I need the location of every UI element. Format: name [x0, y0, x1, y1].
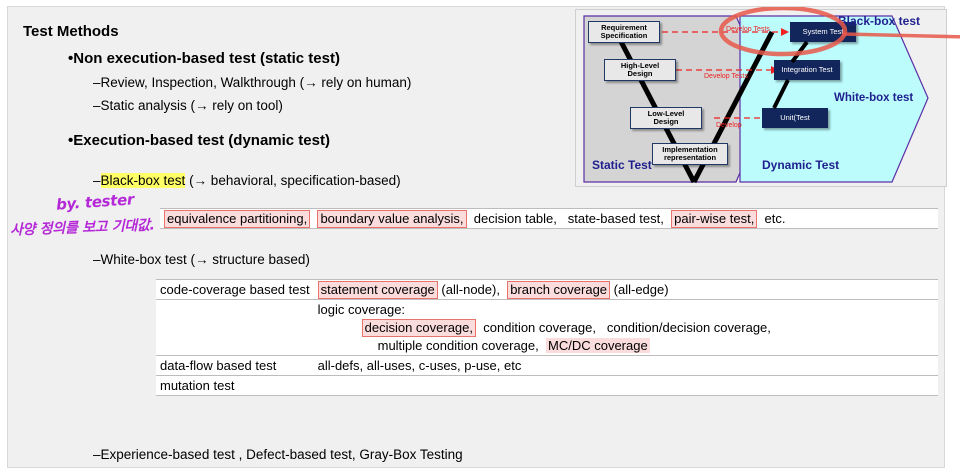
- box-line-1: High-Level: [620, 61, 660, 71]
- white-box-test-label: White-box test: [834, 92, 914, 104]
- technique-boundary-value-analysis: boundary value analysis,: [317, 210, 467, 228]
- box-line-1: Implementation: [662, 145, 718, 155]
- coverage-multiple-condition: multiple condition coverage,: [377, 338, 539, 353]
- develop-tests-label-3: Develop: [716, 122, 742, 129]
- row-label-empty: [156, 299, 314, 356]
- handwritten-note-korean: 사양 정의를 보고 기대값.: [9, 217, 155, 239]
- box-line-1: Low-Level: [647, 109, 685, 119]
- coverage-branch-note: (all-edge): [613, 282, 669, 297]
- dynamic-test-hexagon: [739, 15, 929, 183]
- coverage-condition: condition coverage,: [483, 320, 596, 335]
- box-label: Integration Test: [781, 65, 833, 75]
- data-flow-criteria: all-defs, all-uses, c-uses, p-use, etc: [317, 358, 522, 373]
- static-test-label: Static Test: [592, 158, 652, 172]
- row-content-mutation-test: [313, 375, 938, 396]
- black-box-test-highlight: Black-box test: [100, 173, 186, 188]
- diagram-svg: [583, 15, 929, 184]
- box-line-2: Design: [627, 69, 653, 78]
- box-label: System Test: [802, 27, 844, 37]
- bullet-black-box-test-line: –Black-box test (→ behavioral, specifica…: [93, 173, 401, 188]
- diagram-box-unit-test: Unit(Test: [762, 108, 828, 128]
- white-box-techniques-table: code-coverage based test statement cover…: [156, 279, 938, 396]
- box-label: Unit(Test: [780, 113, 810, 123]
- handwritten-note-by-tester: by. tester: [55, 190, 135, 214]
- logic-coverage-line-1: decision coverage, condition coverage, c…: [318, 317, 934, 337]
- technique-decision-table: decision table,: [473, 211, 557, 226]
- bullet-static-test-heading: •Non execution-based test (static test): [68, 50, 340, 67]
- bullet-white-box-test-line: –White-box test (→ structure based): [93, 252, 310, 267]
- table-row: logic coverage: decision coverage, condi…: [156, 299, 938, 356]
- dynamic-test-label: Dynamic Test: [762, 158, 840, 172]
- box-line-1: Requirement: [601, 23, 647, 33]
- page-title: Test Methods: [23, 23, 119, 40]
- row-content-logic-coverage: logic coverage: decision coverage, condi…: [313, 299, 938, 356]
- bullet-experience-based-line: –Experience-based test , Defect-based te…: [93, 447, 463, 462]
- bullet-review-inspection: –Review, Inspection, Walkthrough (→ rely…: [93, 75, 412, 90]
- logic-coverage-line-2: multiple condition coverage, MC/DC cover…: [318, 335, 934, 353]
- black-box-test-label: Black-box test: [838, 14, 921, 28]
- coverage-decision: decision coverage,: [361, 319, 477, 337]
- dash-marker: –: [93, 173, 101, 188]
- row-label-mutation-test: mutation test: [156, 375, 314, 396]
- coverage-statement-note: (all-node),: [441, 282, 500, 297]
- technique-etc: etc.: [764, 211, 786, 226]
- technique-state-based-test: state-based test,: [567, 211, 664, 226]
- table-row: mutation test: [156, 375, 938, 396]
- black-box-techniques-cell: equivalence partitioning, boundary value…: [160, 208, 938, 229]
- row-content-code-coverage: statement coverage (all-node), branch co…: [313, 279, 938, 300]
- black-box-techniques-table: equivalence partitioning, boundary value…: [160, 208, 938, 229]
- coverage-branch: branch coverage: [507, 281, 611, 299]
- row-label-code-coverage: code-coverage based test: [156, 279, 314, 300]
- logic-coverage-title: logic coverage:: [317, 302, 406, 317]
- row-content-data-flow: all-defs, all-uses, c-uses, p-use, etc: [313, 355, 938, 376]
- table-row: code-coverage based test statement cover…: [156, 279, 938, 300]
- coverage-statement: statement coverage: [317, 281, 438, 299]
- coverage-condition-decision: condition/decision coverage,: [606, 320, 771, 335]
- row-label-data-flow: data-flow based test: [156, 355, 314, 376]
- technique-pair-wise-test: pair-wise test,: [671, 210, 758, 228]
- develop-arrows: [662, 31, 781, 119]
- box-line-2: Specification: [600, 31, 648, 40]
- table-row: equivalence partitioning, boundary value…: [160, 208, 938, 229]
- black-box-test-rest: (→ behavioral, specification-based): [185, 173, 401, 188]
- box-line-2: Design: [653, 117, 679, 126]
- diagram-box-integration-test: Integration Test: [774, 60, 840, 80]
- bullet-dynamic-test-heading: •Execution-based test (dynamic test): [68, 132, 330, 149]
- technique-equivalence-partitioning: equivalence partitioning,: [164, 210, 311, 228]
- bullet-static-analysis: –Static analysis (→ rely on tool): [93, 98, 283, 113]
- develop-tests-label-2: Develop Tests: [704, 73, 748, 80]
- table-row: data-flow based test all-defs, all-uses,…: [156, 355, 938, 376]
- box-line-2: representation: [663, 153, 717, 162]
- coverage-mcdc: MC/DC coverage: [546, 338, 650, 353]
- develop-tests-label-1: Develop Tests: [726, 26, 770, 33]
